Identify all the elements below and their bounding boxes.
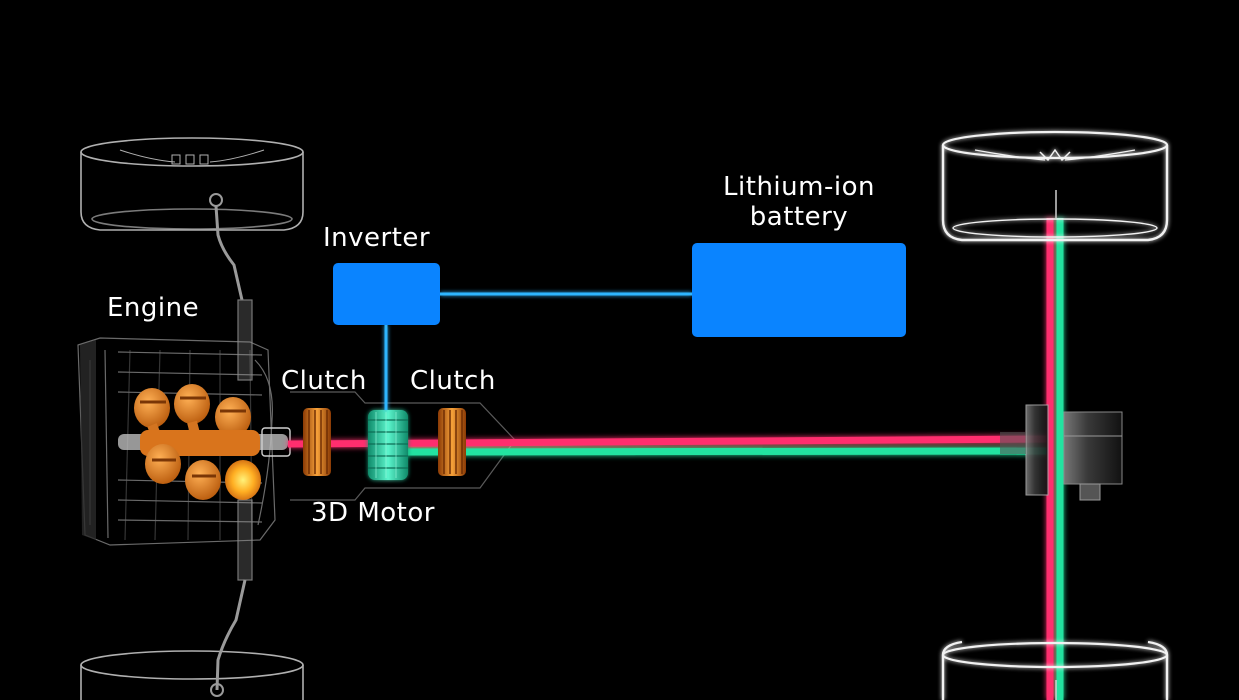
combustion-flame-icon [225,460,261,500]
rear-differential [1000,404,1123,501]
motor-shaft-green [399,447,1049,456]
rear-left-wheel [80,650,304,700]
battery-box [692,243,906,337]
motor-label: 3D Motor [311,498,435,528]
3d-motor [368,410,408,480]
engine-label: Engine [107,293,200,323]
right-clutch-label: Clutch [410,366,496,396]
inverter-label: Inverter [323,223,431,253]
left-clutch-label: Clutch [281,366,367,396]
engine-shaft-red [287,435,1049,448]
engine-pistons [134,384,261,500]
right-clutch [438,408,466,476]
inverter-box [333,263,440,325]
rear-right-wheel [941,640,1169,700]
battery-label-line2: battery [749,202,849,232]
battery-label: Lithium-ion battery [690,172,908,232]
front-left-wheel [80,137,304,231]
battery-label-line1: Lithium-ion [723,172,875,202]
front-right-wheel [941,130,1169,242]
left-clutch [303,408,331,476]
